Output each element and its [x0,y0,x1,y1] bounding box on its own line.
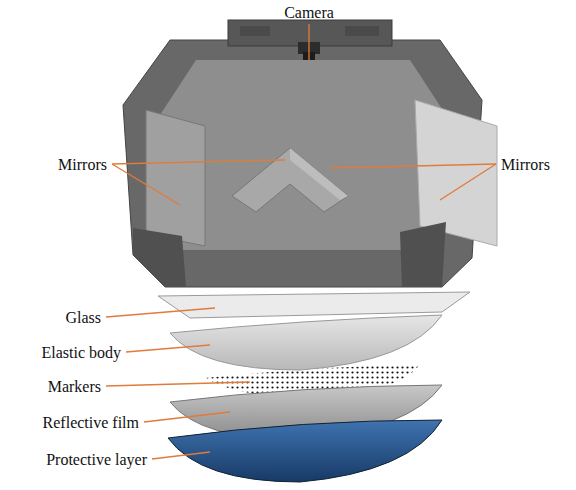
part-label: Glass [65,309,101,327]
part-label: Mirrors [501,156,550,174]
part-label: Camera [284,4,334,22]
part-label: Protective layer [46,451,147,469]
part-label: Mirrors [58,156,107,174]
part-label: Reflective film [43,414,139,432]
part-label: Elastic body [41,344,121,362]
part-label: Markers [48,378,101,396]
